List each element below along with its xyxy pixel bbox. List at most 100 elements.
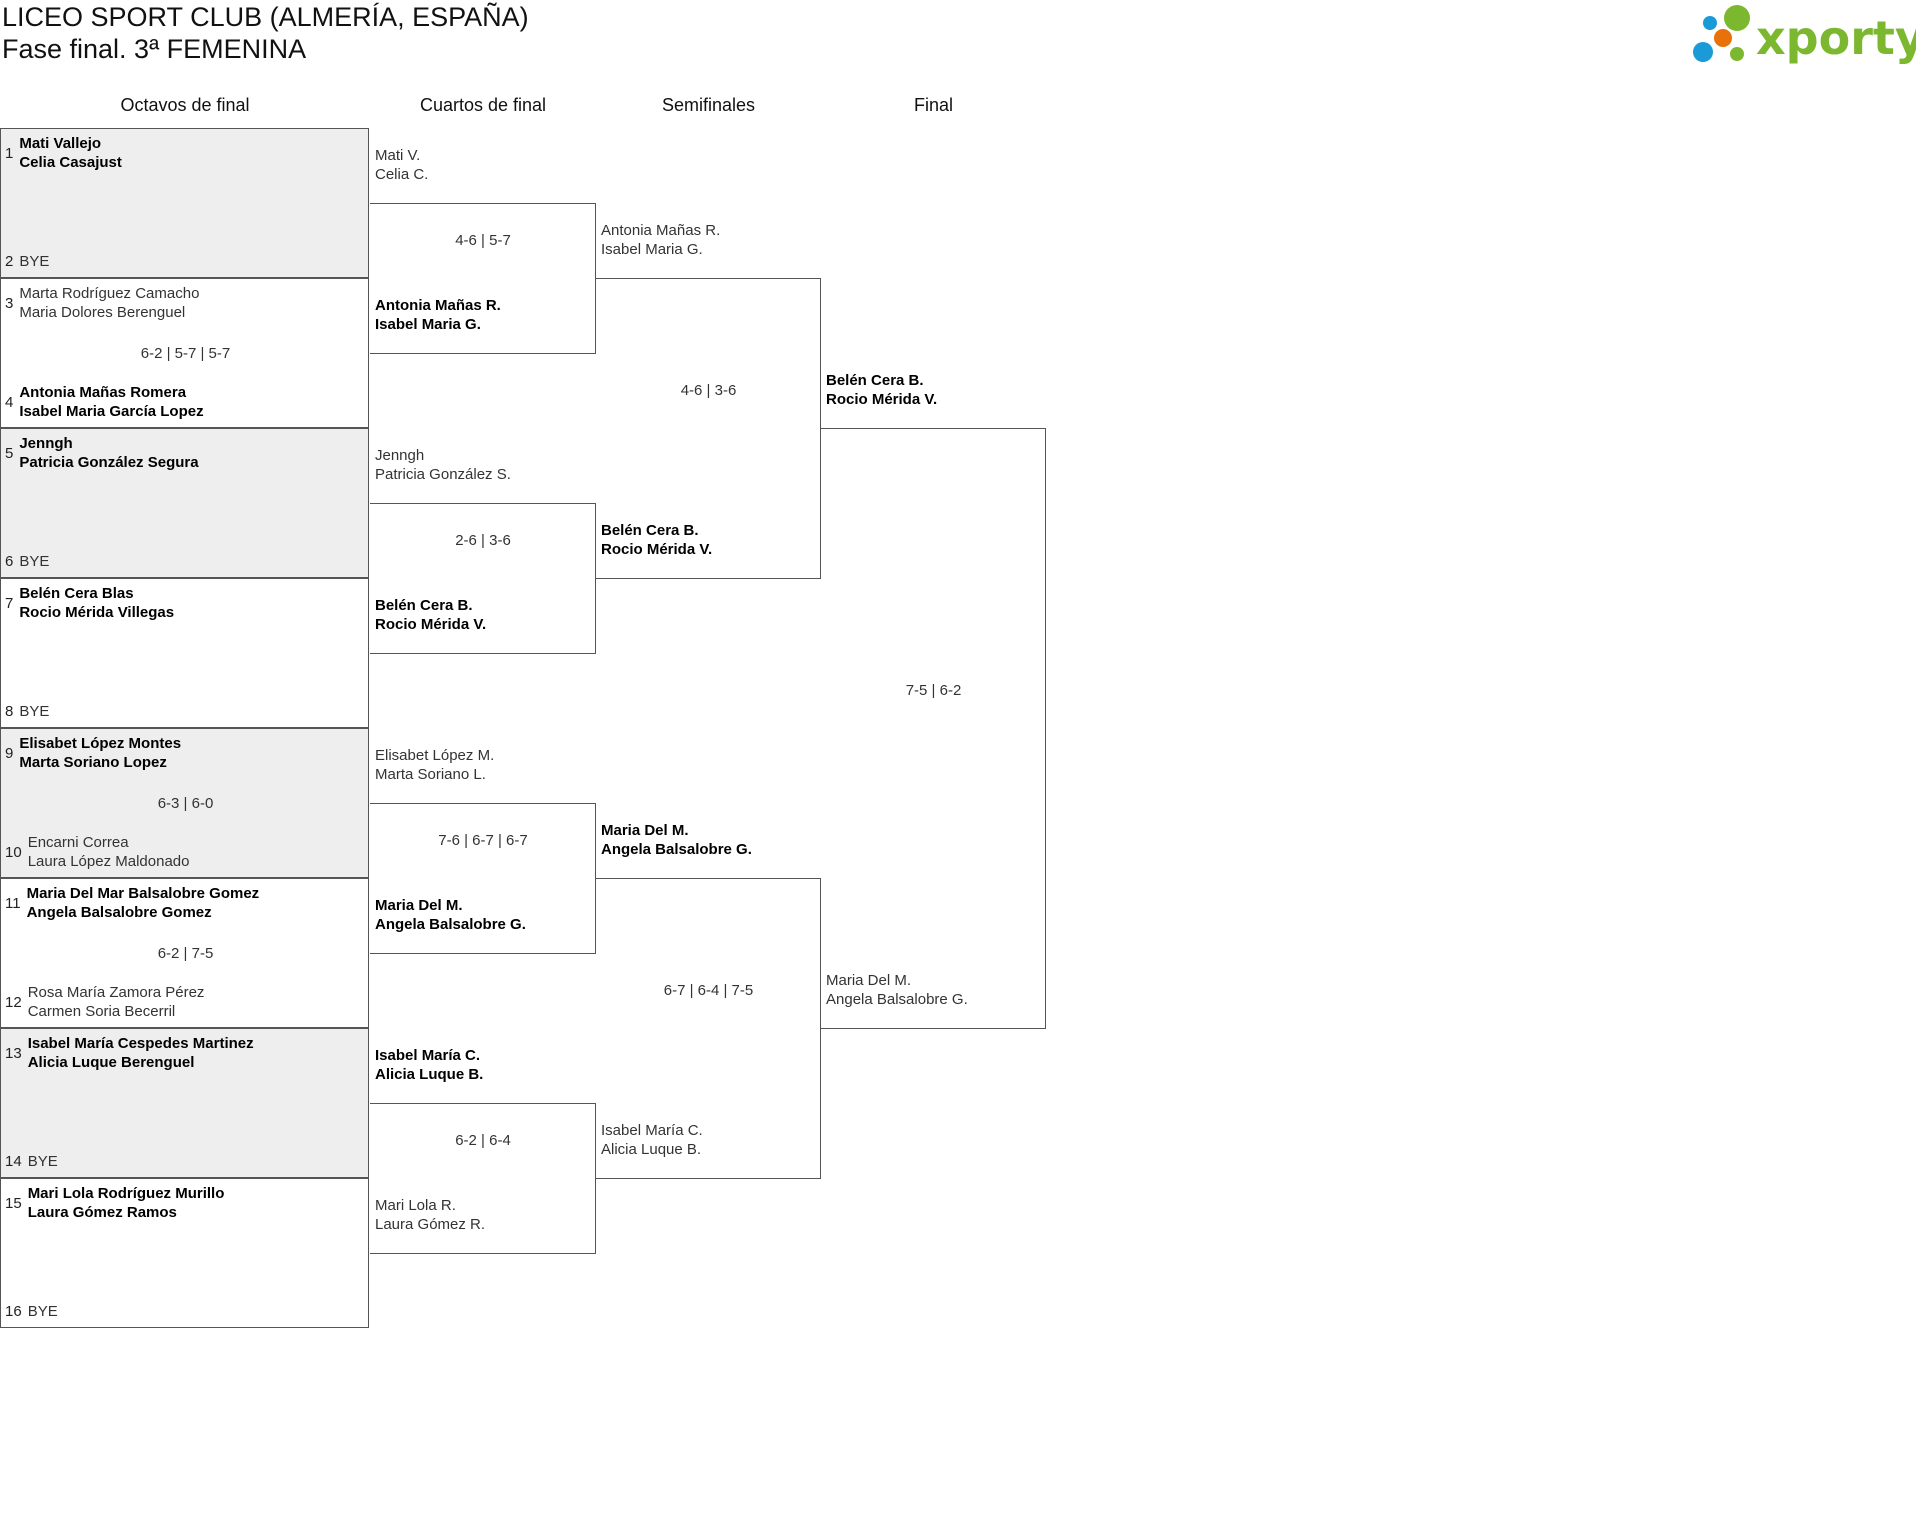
player-name: BYE <box>27 1153 58 1170</box>
player-name: Rocio Mérida V. <box>375 616 487 633</box>
cuartos-match-box <box>370 503 596 654</box>
cuartos-team-bottom: Mari Lola R.Laura Gómez R. <box>375 1196 485 1234</box>
cuartos-team-top: Mati V. Celia C. <box>375 146 428 184</box>
seed-number: 8 <box>5 703 14 720</box>
player-name: Mati V. <box>375 147 421 164</box>
seed-number: 1 <box>5 144 14 162</box>
player-name: Maria Del M. <box>826 972 912 989</box>
player-name: Maria Dolores Berenguel <box>19 304 186 321</box>
team-slot: 16 BYE <box>5 1302 58 1321</box>
semifinales-team-bottom: Isabel María C. Alicia Luque B. <box>601 1121 703 1159</box>
team-slot: 14 BYE <box>5 1152 58 1171</box>
semifinales-team-top: Antonia Mañas R.Isabel Maria G. <box>601 221 720 259</box>
player-name: Rosa María Zamora Pérez <box>27 984 205 1001</box>
final-match-box <box>821 428 1046 1029</box>
player-name: Alicia Luque B. <box>601 1141 702 1158</box>
player-name: Celia C. <box>375 166 429 183</box>
player-name: BYE <box>19 703 50 720</box>
player-name: Alicia Luque Berenguel <box>27 1054 195 1071</box>
cuartos-match-box <box>370 1103 596 1254</box>
xporty-logo: xporty <box>1690 4 1920 71</box>
player-name: Antonia Mañas R. <box>375 297 501 314</box>
team-names: BYE <box>19 252 49 271</box>
semifinales-team-top: Maria Del M.Angela Balsalobre G. <box>601 821 752 859</box>
player-name: Belén Cera B. <box>826 372 924 389</box>
seed-number: 13 <box>5 1044 22 1062</box>
player-name: Isabel María C. <box>601 1122 703 1139</box>
player-name: Celia Casajust <box>19 154 122 171</box>
seed-number: 11 <box>5 894 21 912</box>
seed-number: 14 <box>5 1153 22 1170</box>
team-slot: 2 BYE <box>5 252 49 271</box>
semifinales-team-bottom: Belén Cera B.Rocio Mérida V. <box>601 521 712 559</box>
seed-number: 15 <box>5 1194 22 1212</box>
seed-number: 2 <box>5 253 14 270</box>
team-slot: 8 BYE <box>5 702 49 721</box>
player-name: Laura López Maldonado <box>27 853 190 870</box>
player-name: Belén Cera B. <box>601 522 699 539</box>
match-score: 4-6 | 3-6 <box>680 382 737 399</box>
player-name: BYE <box>27 1303 58 1320</box>
phase-title: Fase final. 3ª FEMENINA <box>2 34 307 64</box>
player-name: Mari Lola R. <box>375 1197 456 1214</box>
player-name: Belén Cera Blas <box>19 585 134 602</box>
player-name: Mati Vallejo <box>19 135 102 152</box>
player-name: Maria Del M. <box>375 897 463 914</box>
player-name: Patricia González S. <box>375 466 511 483</box>
player-name: Isabel María Cespedes Martinez <box>27 1035 254 1052</box>
player-name: Mari Lola Rodríguez Murillo <box>27 1185 225 1202</box>
player-name: Marta Soriano Lopez <box>19 754 167 771</box>
player-name: Rocio Mérida V. <box>826 391 938 408</box>
seed-number: 6 <box>5 553 14 570</box>
team-names: BYE <box>19 552 49 571</box>
seed-number: 5 <box>5 444 14 462</box>
player-name: Marta Soriano L. <box>375 766 486 783</box>
player-name: Marta Rodríguez Camacho <box>19 285 200 302</box>
player-name: Antonia Mañas R. <box>601 222 721 239</box>
player-name: Belén Cera B. <box>375 597 473 614</box>
player-name: Encarni Correa <box>27 834 129 851</box>
cuartos-team-top: Elisabet López M. Marta Soriano L. <box>375 746 494 784</box>
final-team-top: Belén Cera B. Rocio Mérida V. <box>826 371 937 409</box>
match-score: 4-6 | 5-7 <box>455 232 511 249</box>
player-name: Jenngh <box>375 447 425 464</box>
round-header-octavos: Octavos de final <box>120 95 250 115</box>
player-name: Maria Del M. <box>601 822 689 839</box>
seed-number: 7 <box>5 594 14 612</box>
player-name: Elisabet López M. <box>375 747 495 764</box>
player-name: Isabel María C. <box>375 1047 481 1064</box>
match-score: 6-2 | 7-5 <box>157 945 214 962</box>
round-header-cuartos: Cuartos de final <box>419 95 547 115</box>
match-score: 6-3 | 6-0 <box>157 795 214 812</box>
match-score: 6-2 | 6-4 <box>455 1132 511 1149</box>
match-score: 2-6 | 3-6 <box>455 532 511 549</box>
player-name: Antonia Mañas Romera <box>19 384 187 401</box>
player-name: Angela Balsalobre Gomez <box>26 904 212 921</box>
player-name: Angela Balsalobre G. <box>375 916 526 933</box>
match-score: 7-6 | 6-7 | 6-7 <box>438 832 528 849</box>
cuartos-team-bottom: Antonia Mañas R.Isabel Maria G. <box>375 296 501 334</box>
final-team-bottom: Maria Del M.Angela Balsalobre G. <box>826 971 968 1009</box>
seed-number: 16 <box>5 1303 22 1320</box>
team-names: BYE <box>28 1302 58 1321</box>
player-name: Carmen Soria Becerril <box>27 1003 176 1020</box>
